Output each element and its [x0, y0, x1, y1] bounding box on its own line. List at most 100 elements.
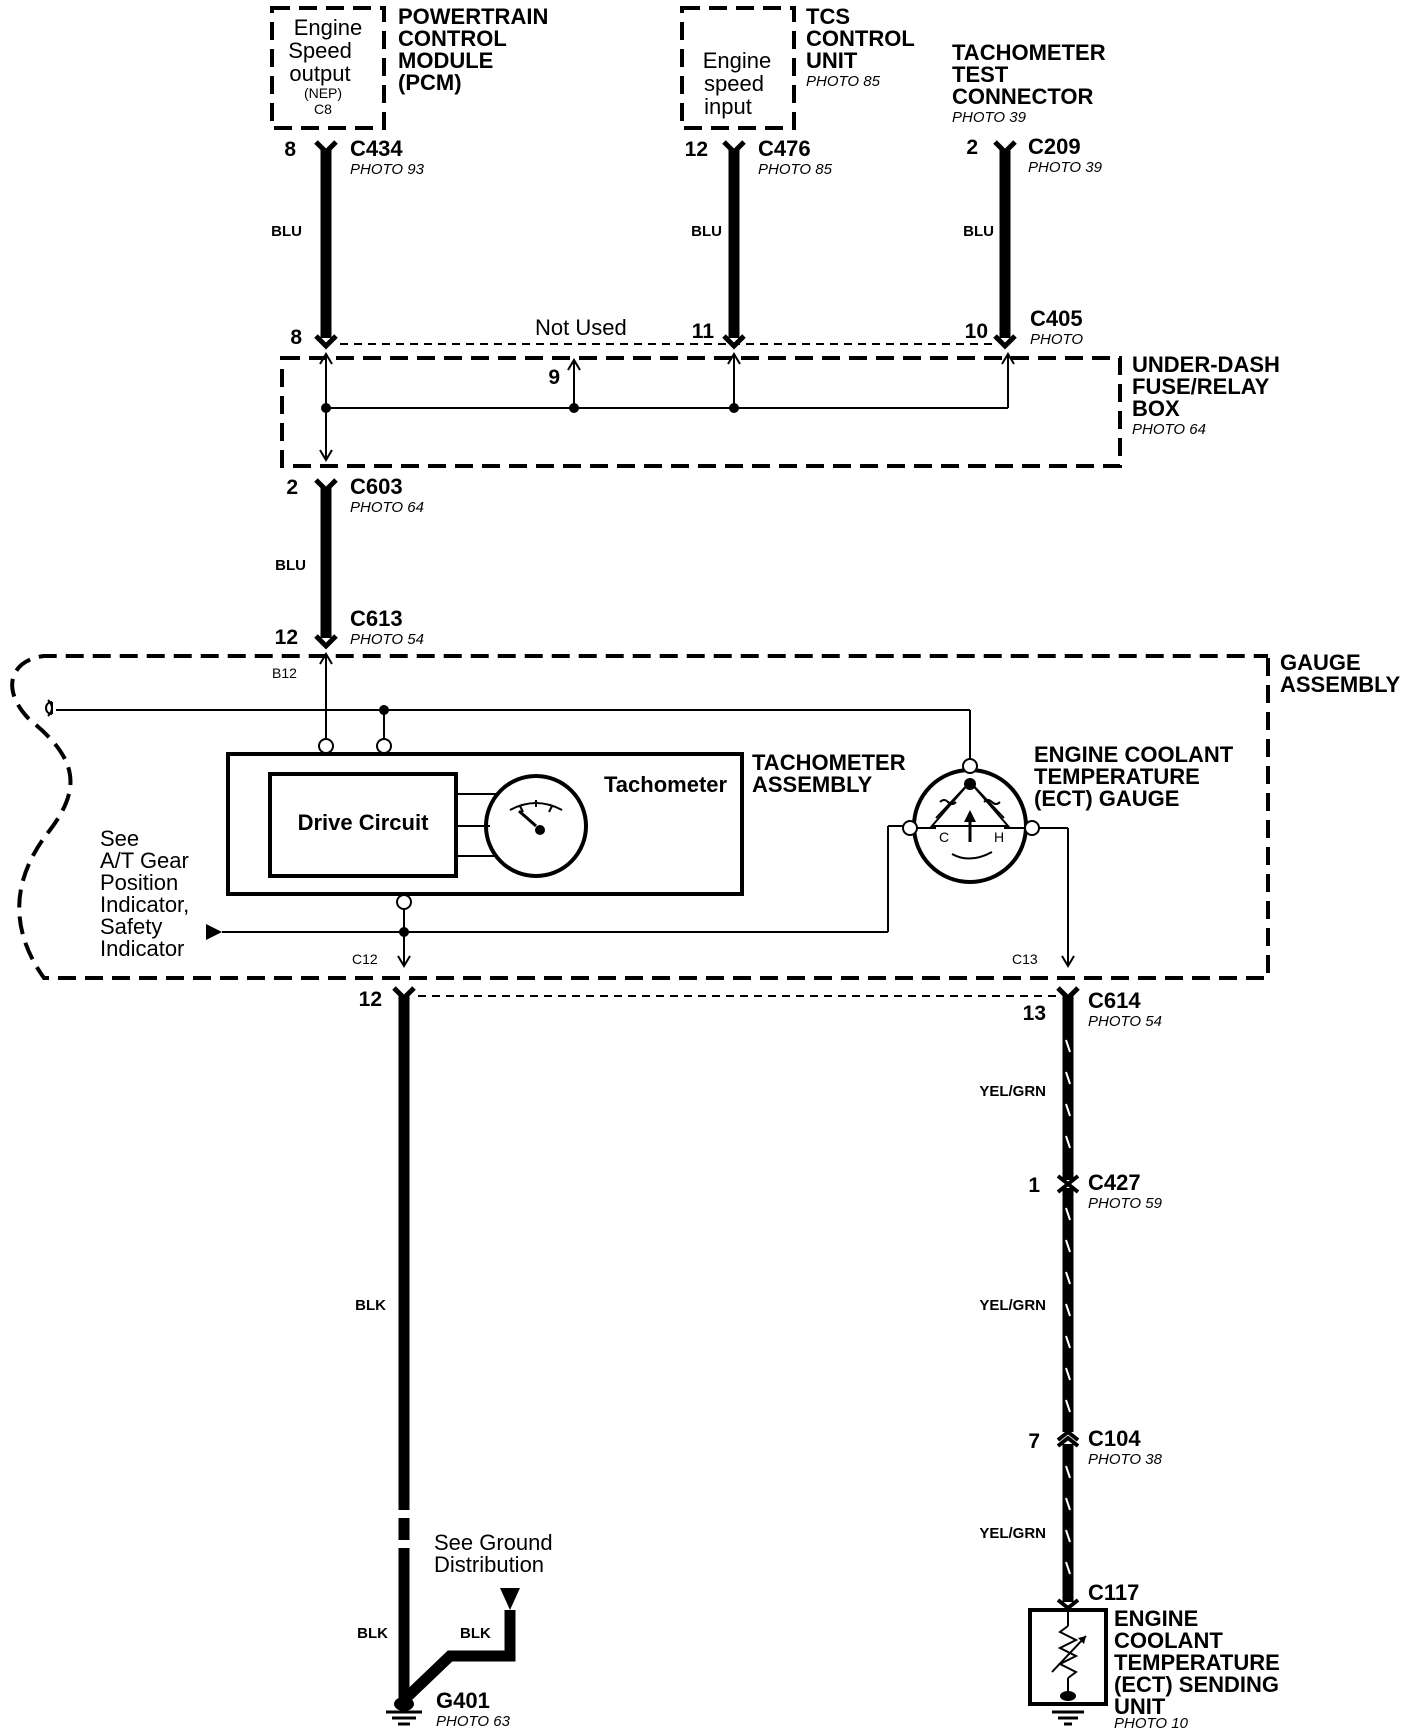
c613-terminal-b12: B12 [272, 665, 297, 681]
pcm-box-line-2: Speed [288, 38, 352, 63]
connector-c614: C12 C13 12 13 C614 PHOTO 54 [352, 951, 1162, 1030]
pcm-title-2: CONTROL [398, 26, 507, 51]
connector-c613: 12 C613 PHOTO 54 B12 [272, 606, 424, 681]
c603-label: C603 [350, 474, 403, 499]
connector-c476: 12 C476 PHOTO 85 [685, 136, 833, 178]
tachometer-label: Tachometer [604, 772, 728, 797]
see-at-line-5: Safety [100, 914, 162, 939]
c614-terminal-c12: C12 [352, 951, 378, 967]
fuse-box-title-3: BOX [1132, 396, 1180, 421]
see-at-line-2: A/T Gear [100, 848, 189, 873]
c614-pin-13: 13 [1023, 1002, 1046, 1025]
c405-pin-10: 10 [965, 320, 988, 343]
connector-c405: 8 11 10 Not Used C405 PHOTO [290, 306, 1083, 350]
pcm-box-c8: C8 [314, 101, 332, 117]
g401-label: G401 [436, 1688, 490, 1713]
ground-dist-arrow-icon [500, 1588, 520, 1610]
wire-label-blk-1: BLK [355, 1297, 386, 1314]
c614-label: C614 [1088, 988, 1141, 1013]
c427-label: C427 [1088, 1170, 1141, 1195]
c427-pin: 1 [1028, 1174, 1040, 1197]
see-at-arrow-icon [206, 924, 222, 940]
c613-photo: PHOTO 54 [350, 631, 424, 648]
ect-gauge-title-1: ENGINE COOLANT [1034, 742, 1234, 767]
fuse-box-title-1: UNDER-DASH [1132, 352, 1280, 377]
tachometer-assembly: Drive Circuit Tachometer TACHOMETER ASSE… [226, 750, 906, 968]
c476-label: C476 [758, 136, 811, 161]
gauge-assembly-title-2: ASSEMBLY [1280, 672, 1401, 697]
c104-label: C104 [1088, 1426, 1141, 1451]
c614-photo: PHOTO 54 [1088, 1013, 1162, 1030]
ect-signal-circuit: YEL/GRN YEL/GRN YEL/GRN [979, 996, 1074, 1602]
connector-c434: 8 C434 PHOTO 93 [284, 136, 424, 178]
not-used-label: Not Used [535, 315, 627, 340]
c603-pin: 2 [286, 476, 298, 499]
c405-pin-8: 8 [290, 326, 302, 349]
ect-sender-title-4: (ECT) SENDING [1114, 1672, 1279, 1697]
gauge-assembly-title-1: GAUGE [1280, 650, 1361, 675]
c405-pin-11: 11 [692, 320, 715, 343]
pcm-box-line-1: Engine [294, 15, 363, 40]
ect-sender-title-2: COOLANT [1114, 1628, 1223, 1653]
c209-pin: 2 [966, 136, 978, 159]
tcs-box-line-1: Engine [703, 48, 772, 73]
ect-sender-title-1: ENGINE [1114, 1606, 1198, 1631]
c117-label: C117 [1088, 1580, 1139, 1605]
ect-sender-photo: PHOTO 10 [1114, 1715, 1189, 1730]
c476-photo: PHOTO 85 [758, 161, 833, 178]
tach-test-connector: TACHOMETER TEST CONNECTOR PHOTO 39 [952, 40, 1106, 126]
ground-g401-icon [386, 1697, 422, 1726]
connector-c603: 2 C603 PHOTO 64 [286, 474, 424, 516]
tcs-title-1: TCS [806, 4, 850, 29]
pcm-title-1: POWERTRAIN [398, 4, 548, 29]
tach-assembly-title-1: TACHOMETER [752, 750, 906, 775]
wire-label-blu-4: BLU [275, 557, 306, 574]
c405-photo: PHOTO [1030, 331, 1083, 348]
pcm-title-4: (PCM) [398, 70, 462, 95]
c104-pin: 7 [1028, 1430, 1040, 1453]
tcs-box [680, 6, 796, 130]
c434-label: C434 [350, 136, 403, 161]
wire-label-blk-2: BLK [357, 1625, 388, 1642]
see-at-gear-reference: See A/T Gear Position Indicator, Safety … [100, 825, 904, 961]
see-at-line-4: Indicator, [100, 892, 189, 917]
ect-sender-ground-icon [1052, 1710, 1084, 1726]
c603-photo: PHOTO 64 [350, 499, 424, 516]
tcs-photo: PHOTO 85 [806, 73, 881, 90]
c405-label: C405 [1030, 306, 1083, 331]
fuse-box-outline [280, 356, 1122, 468]
tcs-box-line-3: input [704, 94, 752, 119]
see-at-line-1: See [100, 826, 139, 851]
see-ground-line-1: See Ground [434, 1530, 553, 1555]
tach-assembly-box [226, 752, 744, 896]
tcs-title-3: UNIT [806, 48, 858, 73]
pcm-box-nep: (NEP) [304, 85, 342, 101]
wire-label-yelgrn-3: YEL/GRN [979, 1525, 1046, 1542]
tach-test-title-1: TACHOMETER [952, 40, 1106, 65]
g401-photo: PHOTO 63 [436, 1713, 511, 1730]
ect-gauge-title-2: TEMPERATURE [1034, 764, 1200, 789]
c614-terminal-c13: C13 [1012, 951, 1038, 967]
wire-label-blu-3: BLU [963, 223, 994, 240]
c434-pin: 8 [284, 138, 296, 161]
tachometer-dial [484, 774, 588, 878]
pcm-title-3: MODULE [398, 48, 493, 73]
fuse-relay-box: 9 UNDER-DASH FUSE/RELAY BOX PHOTO 64 [280, 352, 1280, 468]
ect-gauge: C H ENGINE COOLANT TEMPERATURE (ECT) GAU… [902, 742, 1234, 968]
c614-pin-12: 12 [359, 988, 382, 1011]
see-at-line-3: Position [100, 870, 178, 895]
connector-c104: 7 C104 PHOTO 38 [1028, 1426, 1162, 1468]
c613-pin: 12 [275, 626, 298, 649]
c427-photo: PHOTO 59 [1088, 1195, 1163, 1212]
wire-label-blu-1: BLU [271, 223, 302, 240]
gauge-assembly: GAUGE ASSEMBLY [10, 650, 1401, 980]
wire-label-yelgrn-1: YEL/GRN [979, 1083, 1046, 1100]
c104-photo: PHOTO 38 [1088, 1451, 1163, 1468]
ground-circuit: BLK BLK BLK See Ground Distribution G401… [355, 996, 553, 1730]
tcs-component: Engine speed input TCS CONTROL UNIT PHOT… [680, 4, 915, 130]
ect-sender-title-5: UNIT [1114, 1694, 1166, 1719]
c613-label: C613 [350, 606, 403, 631]
ect-gauge-h-label: H [994, 829, 1004, 845]
tcs-box-line-2: speed [704, 71, 764, 96]
